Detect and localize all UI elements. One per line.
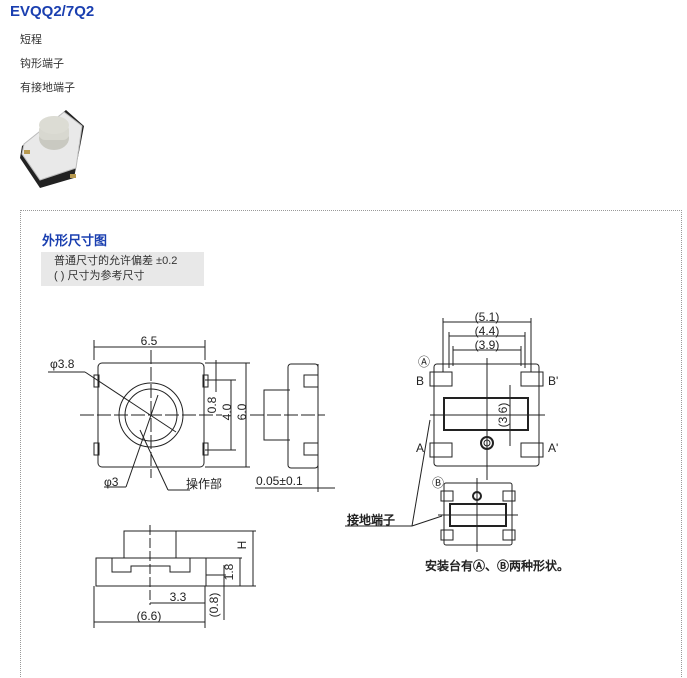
- bottom-view-b: [345, 419, 518, 552]
- dim-width: 6.5: [141, 334, 158, 348]
- feature-item: 钩形端子: [20, 58, 64, 70]
- note-line: ( ) 尺寸为参考尺寸: [54, 270, 145, 282]
- top-view: [48, 340, 250, 491]
- front-view: [93, 525, 256, 628]
- label-operating-part: 操作部: [186, 476, 222, 491]
- product-image: [20, 110, 84, 188]
- mark-b: Ⓑ: [432, 476, 444, 490]
- dim-0-8-ref: (0.8): [207, 593, 221, 618]
- dim-4-4: (4.4): [475, 324, 500, 338]
- label-a: A: [416, 441, 424, 455]
- mark-a: Ⓐ: [418, 355, 430, 369]
- dim-6-0: 6.0: [235, 403, 249, 420]
- dim-5-1: (5.1): [475, 310, 500, 324]
- dim-3-9: (3.9): [475, 338, 500, 352]
- section-title: 外形尺寸图: [42, 233, 108, 248]
- bottom-view-a: [429, 318, 545, 480]
- dim-3-3: 3.3: [170, 590, 187, 604]
- label-a-prime: A': [548, 441, 558, 455]
- dim-4-0: 4.0: [220, 403, 234, 420]
- dim-h: H: [235, 541, 249, 550]
- dim-tolerance: 0.05±0.1: [256, 474, 303, 488]
- label-b-prime: B': [548, 374, 558, 388]
- feature-item: 短程: [20, 34, 42, 46]
- dim-3-6: (3.6): [496, 403, 510, 428]
- feature-item: 有接地端子: [20, 82, 75, 94]
- tolerance-note: 普通尺寸的允许偏差 ±0.2 ( ) 尺寸为参考尺寸: [41, 252, 204, 286]
- note-line: 普通尺寸的允许偏差 ±0.2: [54, 255, 178, 267]
- label-ground-terminal: 接地端子: [347, 512, 395, 527]
- dim-1-8: 1.8: [222, 563, 236, 580]
- dim-0-8: 0.8: [205, 396, 219, 413]
- side-view: [250, 363, 335, 492]
- dimension-panel: [20, 210, 682, 678]
- dim-phi-inner: φ3: [104, 475, 119, 489]
- mounting-caption: 安装台有Ⓐ、Ⓑ两种形状。: [425, 558, 569, 573]
- label-b: B: [416, 374, 424, 388]
- product-title: EVQQ2/7Q2: [10, 3, 95, 20]
- dim-6-6: (6.6): [137, 609, 162, 623]
- dim-phi-outer: φ3.8: [50, 357, 75, 371]
